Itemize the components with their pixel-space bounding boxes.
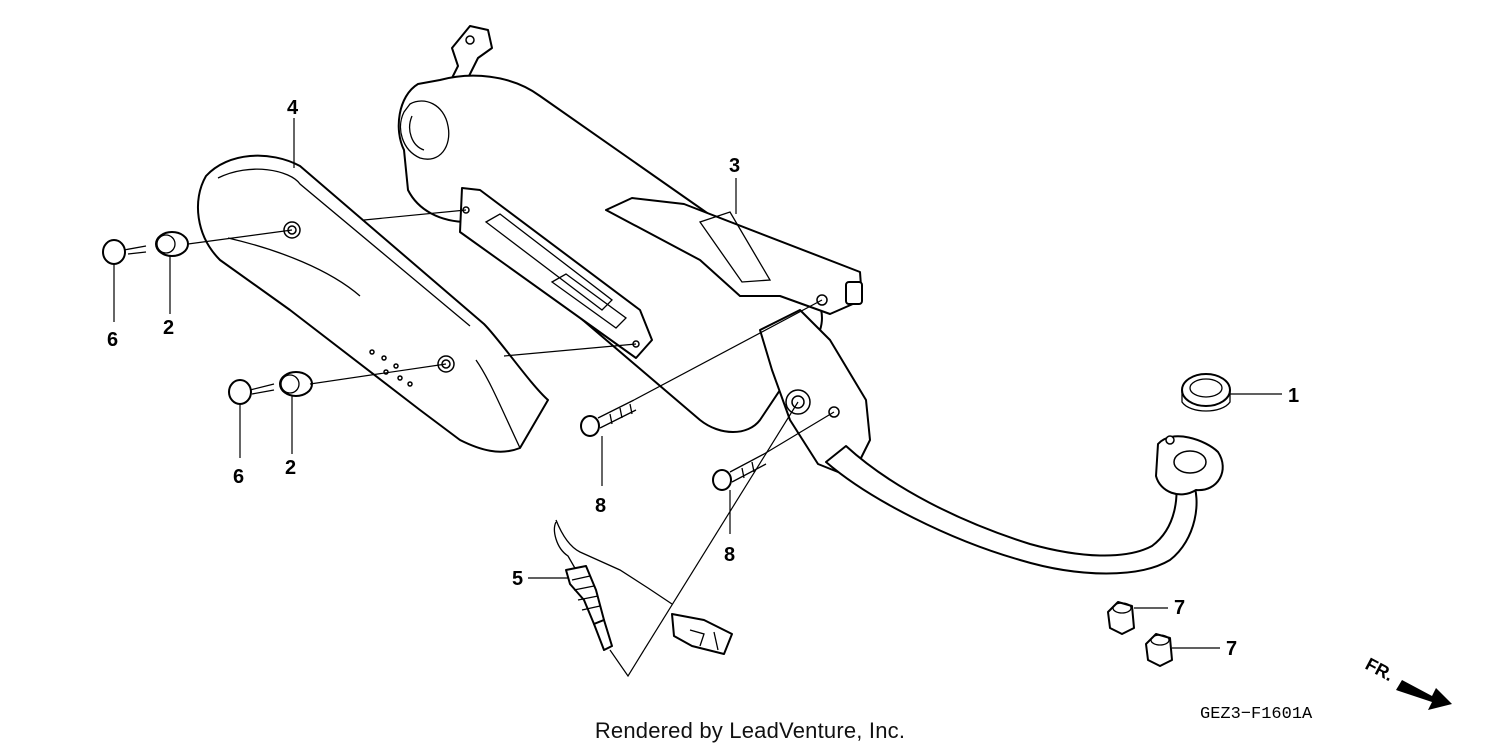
callout-7-upper: 7 <box>1174 597 1185 619</box>
muffler-assembly[interactable] <box>397 25 1224 575</box>
direction-label: FR. <box>1362 654 1397 685</box>
flange-bolt-upper[interactable] <box>580 399 637 437</box>
oxygen-sensor[interactable] <box>553 519 733 655</box>
credit-text: Rendered by LeadVenture, Inc. <box>595 718 905 743</box>
callout-6-lower: 6 <box>233 466 244 488</box>
callout-labels: 1 2 2 3 4 5 6 6 7 7 8 8 <box>107 97 1299 660</box>
diagram-code: GEZ3−F1601A <box>1200 705 1313 724</box>
leader-lines <box>113 118 1282 678</box>
gasket[interactable] <box>1181 373 1231 412</box>
bolt-lower[interactable] <box>228 379 275 405</box>
callout-7-lower: 7 <box>1226 638 1237 660</box>
callout-6-upper: 6 <box>107 329 118 351</box>
callout-3: 3 <box>729 155 740 177</box>
direction-arrow-icon <box>1396 680 1452 710</box>
bolt-upper[interactable] <box>102 239 147 265</box>
nut-upper[interactable] <box>1107 601 1135 635</box>
callout-2-upper: 2 <box>163 317 174 339</box>
flange-bolt-lower[interactable] <box>712 453 767 491</box>
collar-lower[interactable] <box>279 371 313 397</box>
callout-8-upper: 8 <box>595 495 606 517</box>
callout-1: 1 <box>1288 385 1299 407</box>
front-direction-indicator: FR. <box>1362 654 1452 710</box>
heat-shield[interactable] <box>196 154 549 453</box>
collar-upper[interactable] <box>155 231 189 257</box>
callout-2-lower: 2 <box>285 457 296 479</box>
callout-4: 4 <box>287 97 299 119</box>
nut-lower[interactable] <box>1145 633 1173 667</box>
callout-8-lower: 8 <box>724 544 735 566</box>
callout-5: 5 <box>512 568 523 590</box>
